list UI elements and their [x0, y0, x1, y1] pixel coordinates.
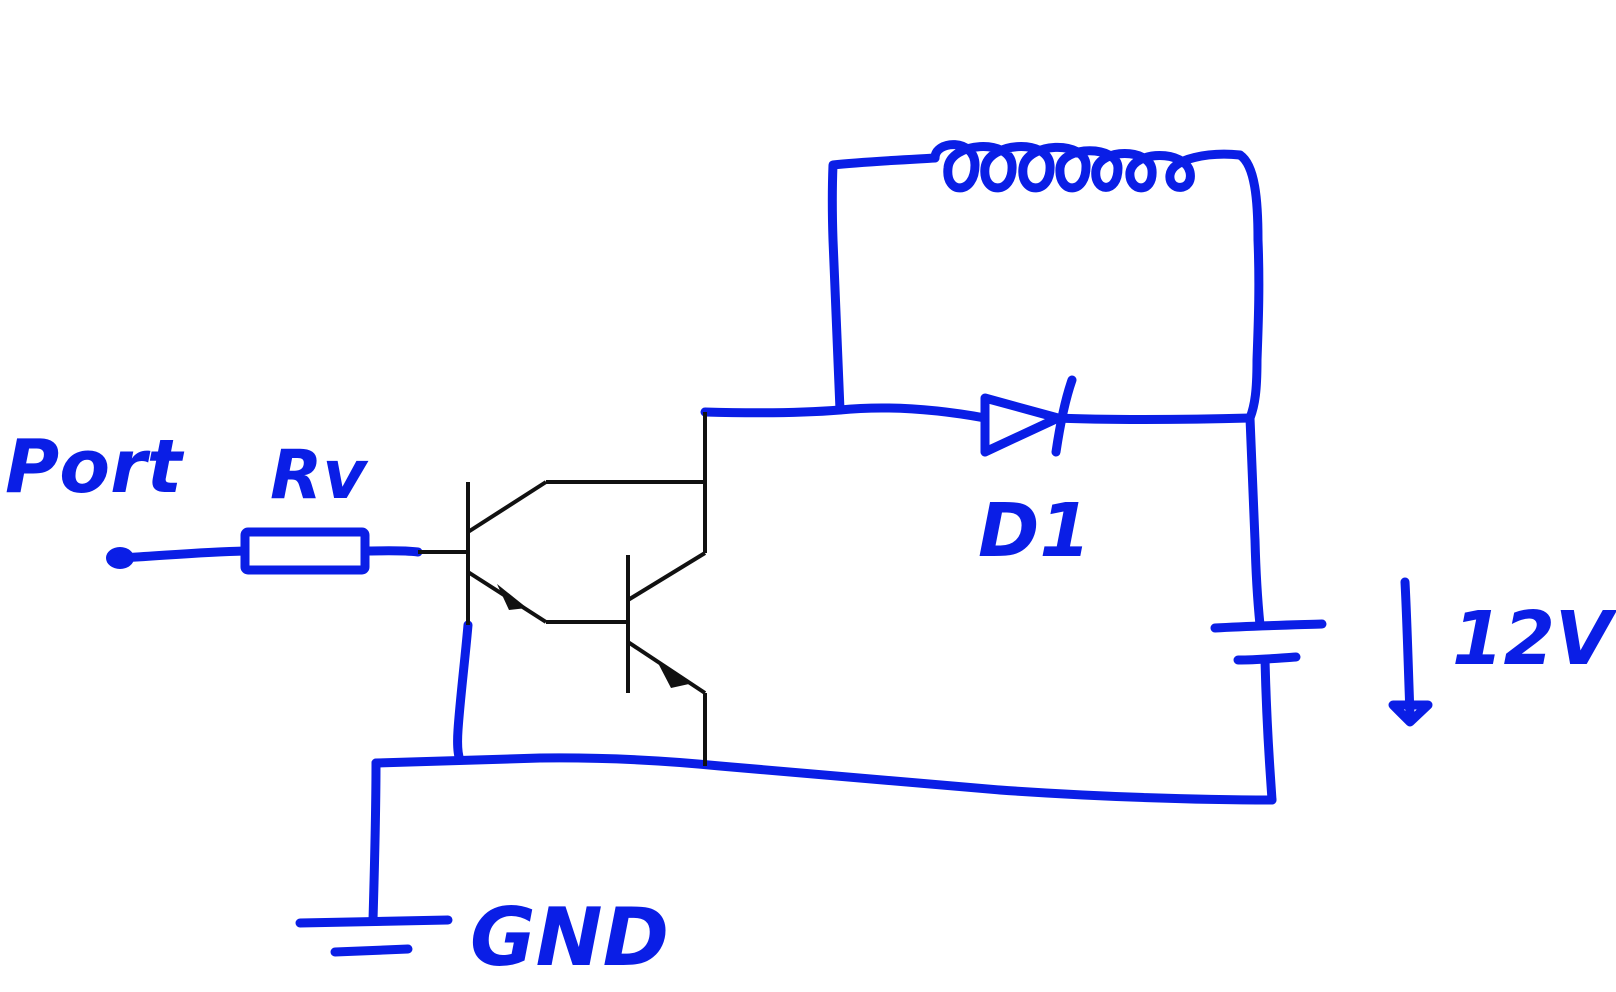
collector-rail — [700, 403, 990, 423]
diode-icon — [980, 375, 1077, 457]
ground-rail — [371, 753, 1277, 805]
wiring — [106, 140, 1433, 957]
ground-label: GND — [470, 891, 669, 984]
base-return-wire — [453, 620, 473, 765]
port-label: Port — [5, 424, 185, 510]
voltage-label: 12V — [1452, 596, 1616, 682]
resistor-label: Rv — [270, 436, 369, 515]
ground-drop — [368, 758, 381, 925]
coil-icon — [930, 140, 1245, 193]
coil-left-lead — [827, 153, 940, 415]
resistor-icon — [240, 527, 370, 575]
npn-transistor-icon — [418, 412, 707, 766]
battery-icon — [1210, 619, 1327, 665]
voltage-arrow-icon — [1388, 577, 1433, 727]
port-wire — [115, 546, 250, 563]
base-input-wire — [360, 546, 423, 557]
coil-right-lead — [1235, 150, 1264, 423]
diode-cathode-wire — [1053, 413, 1255, 424]
supply-wire-bottom — [1260, 655, 1277, 805]
supply-wire-top — [1245, 413, 1265, 630]
diode-label: D1 — [978, 488, 1091, 574]
ground-icon — [295, 915, 453, 957]
